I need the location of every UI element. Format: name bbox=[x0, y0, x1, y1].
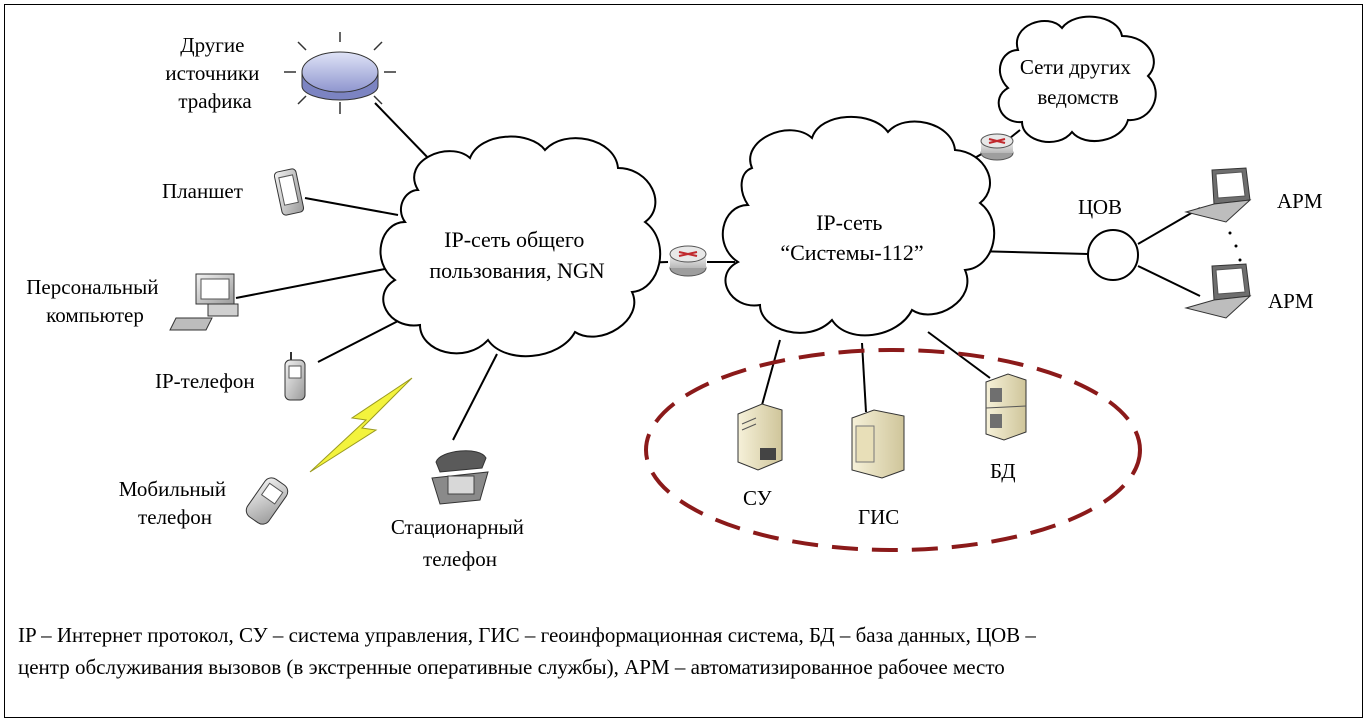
label-arm-top: АРМ bbox=[1277, 189, 1323, 213]
services-group-boundary bbox=[644, 348, 1142, 552]
personal-computer-icon bbox=[169, 273, 239, 331]
arm-ellipsis bbox=[1228, 231, 1242, 262]
label-su: СУ bbox=[743, 486, 772, 510]
diagram-frame bbox=[4, 4, 1363, 718]
label-ip-phone: IP-телефон bbox=[155, 369, 255, 393]
landline-phone-icon bbox=[431, 450, 489, 505]
caption-line: центр обслуживания вызовов (в экстренные… bbox=[18, 655, 1005, 679]
traffic-source-disk-icon bbox=[284, 32, 396, 114]
control-system-server-icon bbox=[737, 403, 783, 471]
connection-lines bbox=[235, 102, 1201, 441]
label-tablet: Планшет bbox=[162, 179, 243, 203]
label-system112-network: IP-сеть “Системы-112” bbox=[780, 210, 923, 265]
caption-line: IP – Интернет протокол, СУ – система упр… bbox=[18, 623, 1036, 647]
label-mobile: Мобильный телефон bbox=[119, 477, 231, 529]
label-other-sources: Другие источники трафика bbox=[165, 33, 264, 113]
other-agencies-cloud bbox=[997, 15, 1157, 143]
label-db: БД bbox=[990, 459, 1016, 483]
tablet-icon bbox=[273, 168, 305, 216]
label-other-agencies: Сети других ведомств bbox=[1020, 55, 1136, 109]
label-gis: ГИС bbox=[858, 505, 899, 529]
laptop-icon bbox=[1184, 167, 1252, 223]
laptop-icon bbox=[1184, 263, 1252, 319]
database-server-icon bbox=[985, 373, 1027, 441]
mobile-phone-icon bbox=[245, 477, 289, 525]
ip-phone-icon bbox=[284, 352, 306, 401]
router-icon bbox=[669, 245, 707, 277]
system112-network-cloud bbox=[721, 115, 996, 337]
gis-server-icon bbox=[851, 409, 905, 479]
label-arm-bottom: АРМ bbox=[1268, 289, 1314, 313]
legend-caption: IP – Интернет протокол, СУ – система упр… bbox=[18, 619, 1358, 683]
wireless-signal-icon bbox=[309, 377, 413, 473]
cov-node bbox=[1087, 229, 1139, 281]
label-landline: Стационарный телефон bbox=[391, 515, 529, 571]
router-icon bbox=[980, 133, 1014, 161]
label-pc: Персональный компьютер bbox=[26, 275, 163, 327]
label-cov: ЦОВ bbox=[1078, 195, 1122, 219]
public-network-cloud bbox=[379, 135, 662, 358]
label-public-network: IP-сеть общего пользования, NGN bbox=[429, 227, 604, 283]
